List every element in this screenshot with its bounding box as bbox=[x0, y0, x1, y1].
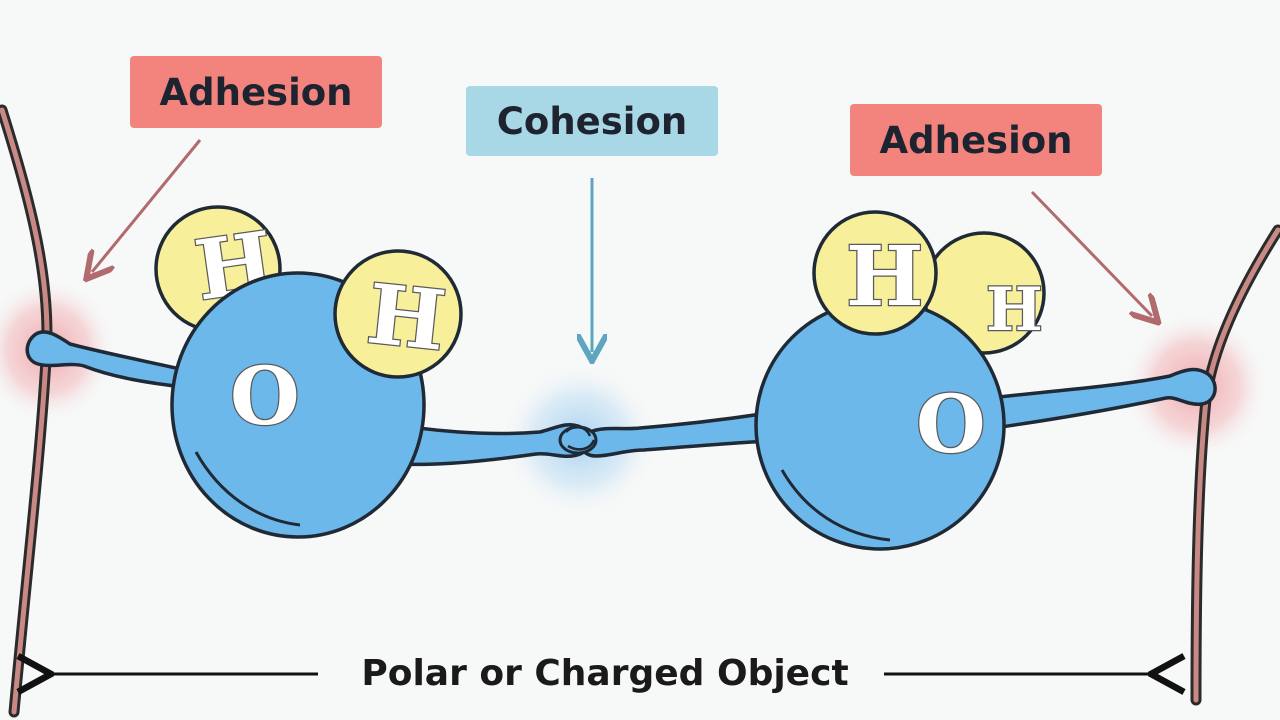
hydrogen-letter: H bbox=[986, 275, 1043, 345]
polar-object-caption: Polar or Charged Object bbox=[361, 652, 849, 694]
left-hydrogen-atom-2: H bbox=[333, 249, 463, 379]
oxygen-letter: O bbox=[916, 377, 986, 471]
adhesion-label-left: Adhesion bbox=[130, 56, 382, 128]
oxygen-letter: O bbox=[230, 349, 300, 443]
adhesion-label-right: Adhesion bbox=[850, 104, 1102, 176]
right-wall bbox=[1190, 224, 1280, 706]
hydrogen-letter: H bbox=[363, 266, 450, 370]
left-molecule-arm-to-wall bbox=[25, 330, 192, 390]
right-hydrogen-atom-back: H bbox=[922, 231, 1046, 355]
cohesion-label: Cohesion bbox=[466, 86, 718, 156]
right-molecule-arm-to-wall bbox=[988, 367, 1217, 430]
right-hydrogen-atom-front: H bbox=[812, 210, 938, 336]
adhesion-arrow-left bbox=[92, 139, 202, 272]
left-water-molecule: H O H bbox=[154, 205, 463, 539]
right-oxygen-atom: O bbox=[754, 299, 1006, 551]
handshake bbox=[558, 425, 598, 455]
hydrogen-letter: H bbox=[846, 229, 923, 325]
adhesion-arrow-right bbox=[1030, 190, 1152, 316]
right-water-molecule: H O H bbox=[754, 210, 1046, 551]
